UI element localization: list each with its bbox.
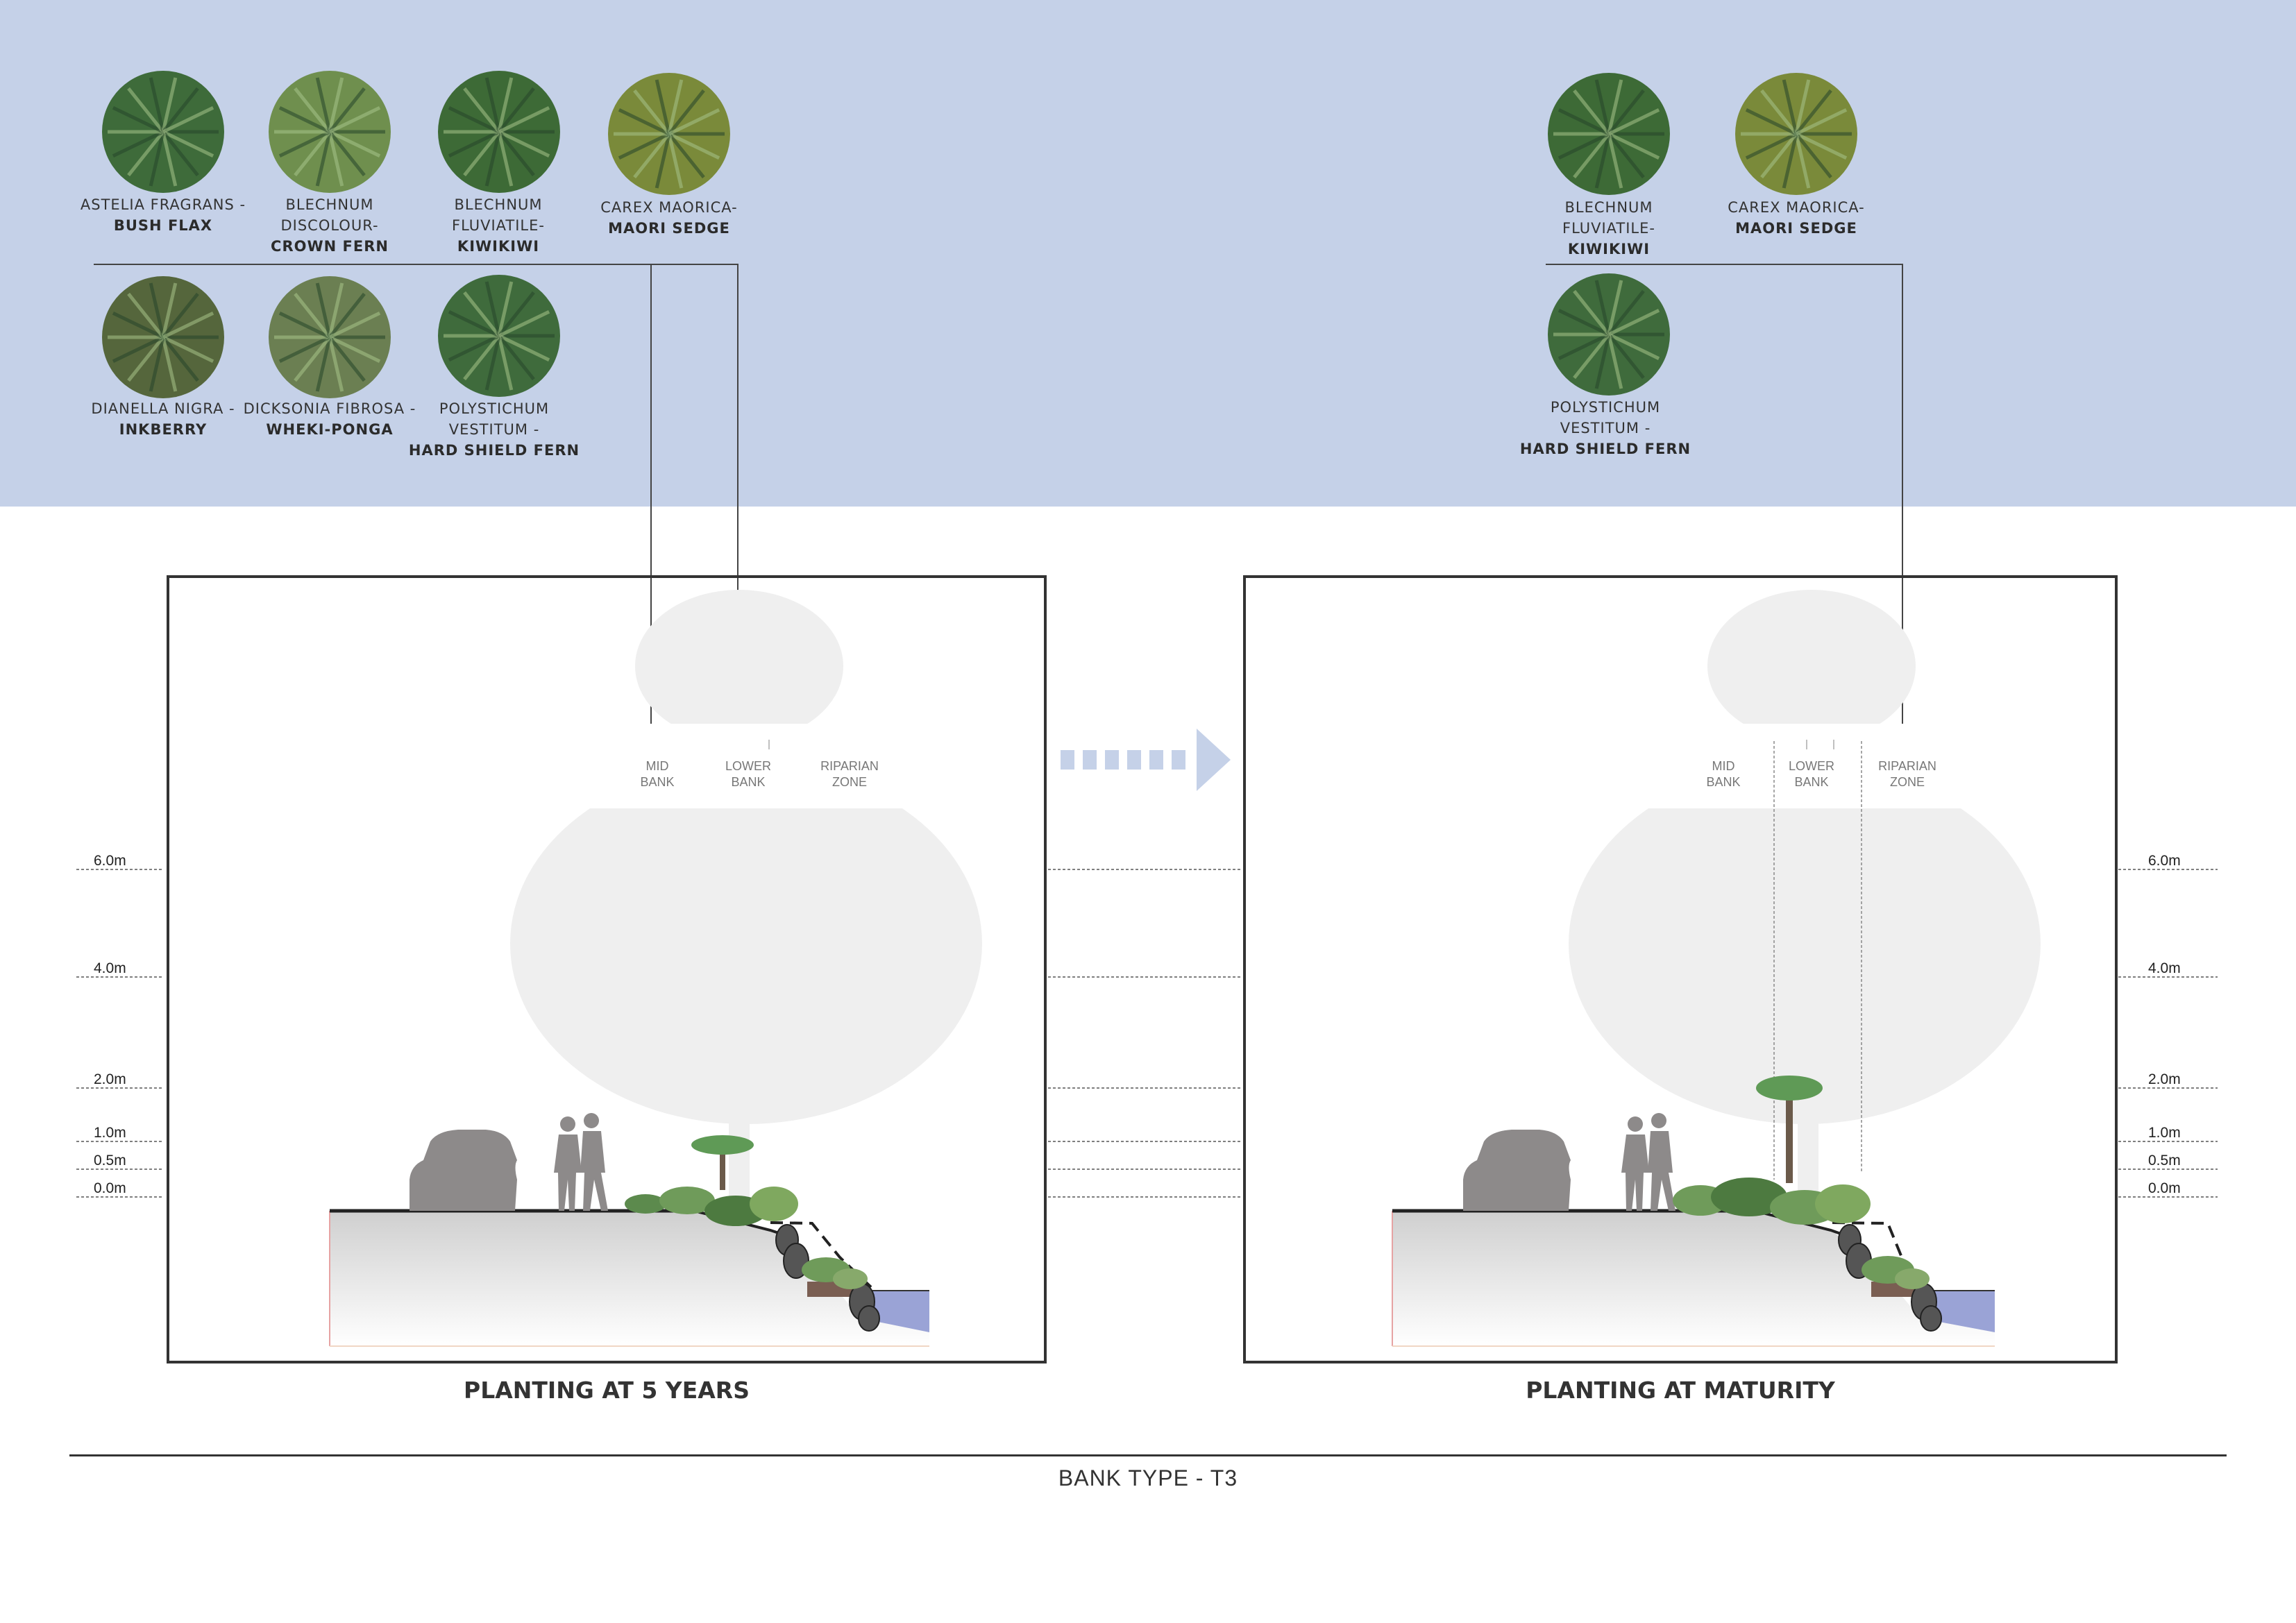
zone-label: RIPARIAN: [1878, 759, 1936, 773]
footer-divider: [69, 1454, 2227, 1456]
level-label: 1.0m: [2148, 1125, 2181, 1141]
plant-label-polystichum-right: POLYSTICHUM VESTITUM - HARD SHIELD FERN: [1515, 397, 1696, 459]
zone-label: BANK: [640, 775, 674, 789]
sheet-title: BANK TYPE - T3: [1058, 1465, 1238, 1490]
zone-label: BANK: [1706, 775, 1740, 789]
flax-icon: [102, 71, 224, 193]
shrub-planting: [1673, 1178, 1930, 1289]
zone-label: LOWER: [725, 759, 771, 773]
section-maturity: [1392, 1076, 1995, 1347]
plant-common-name: WHEKI-PONGA: [266, 421, 394, 438]
background-tree-right: [1569, 590, 2041, 1214]
zone-label: LOWER: [1789, 759, 1834, 773]
plant-common-name: MAORI SEDGE: [608, 220, 730, 237]
plant-common-name: INKBERRY: [119, 421, 208, 438]
level-label: 6.0m: [94, 853, 126, 869]
plant-photo-group: [102, 71, 1857, 398]
zone-dividers: [1773, 741, 1862, 1180]
sedge-icon: [608, 73, 730, 195]
shield-fern-icon: [1548, 273, 1670, 396]
plant-name: BLECHNUM FLUVIATILE-: [1562, 199, 1655, 237]
tree-fern-mature: [1756, 1076, 1823, 1183]
level-label: 4.0m: [2148, 960, 2181, 976]
zone-label: BANK: [731, 775, 765, 789]
zone-label-group: MID BANK MID BANK LOWER BANK LOWER BANK RIPARIAN…: [640, 759, 1936, 789]
plant-label-blechnum-discolour: BLECHNUM DISCOLOUR- CROWN FERN: [239, 194, 420, 257]
boulders: [1838, 1224, 1942, 1332]
car-silhouette: [1463, 1130, 1571, 1211]
level-label: 0.5m: [94, 1153, 126, 1169]
plant-name: BLECHNUM FLUVIATILE-: [452, 196, 545, 234]
plant-label-blechnum-fluviatile: BLECHNUM FLUVIATILE- KIWIKIWI: [408, 194, 589, 257]
panel-title-5-years: PLANTING AT 5 YEARS: [464, 1377, 750, 1404]
level-label: 0.0m: [94, 1180, 126, 1196]
level-label: 0.5m: [2148, 1153, 2181, 1169]
panel-frame-maturity: [1243, 575, 2118, 1363]
people-silhouette: [1621, 1113, 1675, 1211]
zone-label: ZONE: [1890, 775, 1925, 789]
level-label: 6.0m: [2148, 853, 2181, 869]
plant-label-carex: CAREX MAORICA- MAORI SEDGE: [579, 197, 759, 239]
plant-name: POLYSTICHUM VESTITUM -: [1550, 399, 1661, 436]
plant-label-carex-right: CAREX MAORICA- MAORI SEDGE: [1706, 197, 1886, 239]
plant-common-name: BUSH FLAX: [113, 217, 213, 234]
zone-label: ZONE: [832, 775, 867, 789]
zone-label: BANK: [1794, 775, 1828, 789]
level-label: 4.0m: [94, 960, 126, 976]
zone-ticks: [768, 740, 1834, 749]
plant-palette-band: [0, 0, 2296, 507]
plant-label-dicksonia: DICKSONIA FIBROSA - WHEKI-PONGA: [239, 398, 420, 440]
zone-label: RIPARIAN: [820, 759, 879, 773]
plant-common-name: KIWIKIWI: [1567, 241, 1651, 257]
panel-frame-5-years: [167, 575, 1047, 1363]
batter-line: [1832, 1221, 1931, 1289]
plant-label-blechnum-fluviatile-right: BLECHNUM FLUVIATILE- KIWIKIWI: [1519, 197, 1699, 260]
plant-name: BLECHNUM DISCOLOUR-: [280, 196, 379, 234]
plant-common-name: HARD SHIELD FERN: [408, 442, 580, 459]
plant-label-polystichum: POLYSTICHUM VESTITUM - HARD SHIELD FERN: [404, 398, 584, 461]
panel-title-maturity: PLANTING AT MATURITY: [1526, 1377, 1835, 1404]
plant-name: CAREX MAORICA-: [600, 199, 738, 216]
plant-label-dianella: DIANELLA NIGRA - INKBERRY: [73, 398, 253, 440]
kiwikiwi-icon: [438, 71, 560, 193]
progression-arrow: [1061, 729, 1231, 791]
people-silhouette: [554, 1113, 608, 1211]
plant-common-name: CROWN FERN: [271, 238, 389, 255]
level-markers: 6.0m 6.0m 4.0m 4.0m 2.0m 2.0m 1.0m 1.0m 0.5m 0.5m…: [76, 853, 2218, 1198]
plant-name: POLYSTICHUM VESTITUM -: [439, 400, 550, 438]
plant-name: ASTELIA FRAGRANS -: [80, 196, 246, 213]
tree-fern-icon: [269, 276, 391, 398]
tree-fern-young: [691, 1135, 754, 1190]
plant-name: DICKSONIA FIBROSA -: [243, 400, 416, 417]
plant-common-name: MAORI SEDGE: [1735, 220, 1857, 237]
level-label: 2.0m: [94, 1071, 126, 1087]
kiwikiwi-icon: [1548, 73, 1670, 195]
plant-common-name: HARD SHIELD FERN: [1519, 441, 1691, 457]
plant-name: DIANELLA NIGRA -: [91, 400, 235, 417]
sedge-icon: [1735, 73, 1857, 195]
zone-label: MID: [646, 759, 669, 773]
inkberry-icon: [102, 276, 224, 398]
zone-label: MID: [1712, 759, 1735, 773]
level-label: 1.0m: [94, 1125, 126, 1141]
background-tree-left: [510, 590, 982, 1214]
plant-common-name: KIWIKIWI: [457, 238, 540, 255]
car-silhouette: [410, 1130, 517, 1211]
plant-label-astelia: ASTELIA FRAGRANS - BUSH FLAX: [73, 194, 253, 236]
section-5-years: [329, 1113, 929, 1347]
plant-name: CAREX MAORICA-: [1728, 199, 1865, 216]
crown-fern-icon: [269, 71, 391, 193]
shield-fern-icon: [438, 275, 560, 397]
level-label: 2.0m: [2148, 1071, 2181, 1087]
level-label: 0.0m: [2148, 1180, 2181, 1196]
shrub-planting: [625, 1187, 868, 1289]
